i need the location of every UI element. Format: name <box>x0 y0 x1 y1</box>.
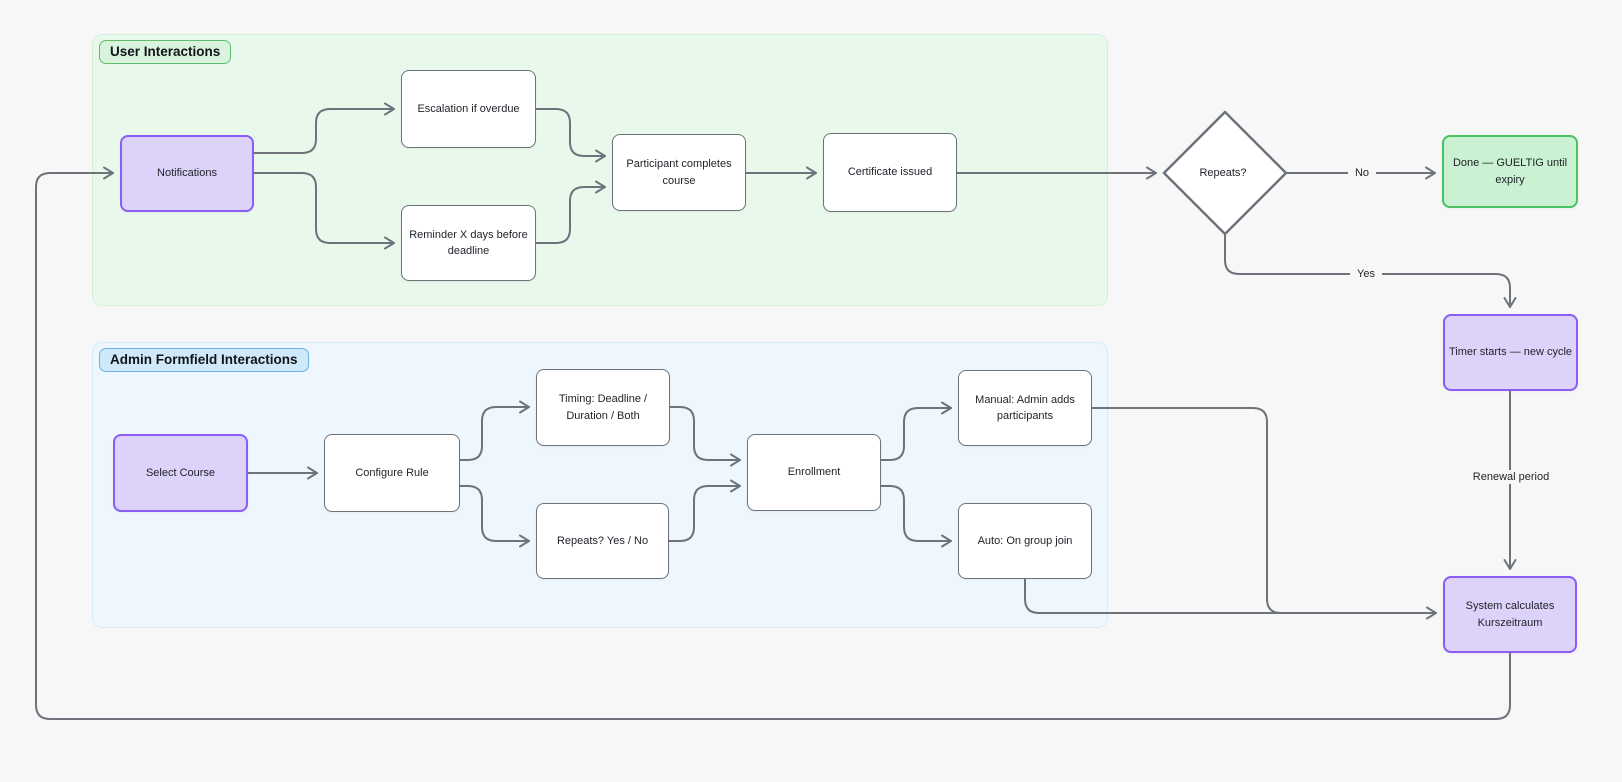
node-enrollment[interactable]: Enrollment <box>747 434 881 511</box>
node-manual-admin-adds[interactable]: Manual: Admin adds participants <box>958 370 1092 446</box>
node-done-gueltig[interactable]: Done — GUELTIG until expiry <box>1442 135 1578 208</box>
node-certificate-issued[interactable]: Certificate issued <box>823 133 957 212</box>
edge-enrollment-auto <box>880 485 952 548</box>
edge-enrollment-manual <box>880 401 952 461</box>
group-user-interactions-label: User Interactions <box>99 40 232 64</box>
node-auto-on-group-join[interactable]: Auto: On group join <box>958 503 1092 579</box>
repeats-decision-diamond[interactable] <box>1162 110 1288 236</box>
node-timer-starts[interactable]: Timer starts — new cycle <box>1443 314 1578 391</box>
group-admin-formfield-interactions-label: Admin Formfield Interactions <box>99 348 309 372</box>
edge-configure-timing <box>459 400 530 461</box>
edge-label-no: No <box>1347 166 1377 180</box>
edge-repeatsyesno-enrollment <box>668 479 741 542</box>
node-notifications[interactable]: Notifications <box>120 135 254 212</box>
node-configure-rule[interactable]: Configure Rule <box>324 434 460 512</box>
edge-system-notifications-loop <box>35 166 1511 720</box>
node-participant-completes-course[interactable]: Participant completes course <box>612 134 746 211</box>
node-select-course[interactable]: Select Course <box>113 434 248 512</box>
node-repeats-yes-no[interactable]: Repeats? Yes / No <box>536 503 669 579</box>
edge-label-yes: Yes <box>1350 267 1382 281</box>
edge-notifications-escalation <box>253 102 395 154</box>
node-system-calculates-kurszeitraum[interactable]: System calculates Kurszeitraum <box>1443 576 1577 653</box>
repeats-decision-label: Repeats? <box>1199 167 1247 179</box>
edge-label-renewal-period: Renewal period <box>1465 470 1557 484</box>
edge-manual-system <box>1091 407 1437 620</box>
edge-escalation-participant <box>535 108 606 163</box>
edge-timing-enrollment <box>669 406 741 467</box>
edge-auto-system-merge <box>1024 578 1282 614</box>
edge-configure-repeats-yesno <box>459 485 530 548</box>
edge-reminder-participant <box>535 180 606 244</box>
node-reminder-x-days[interactable]: Reminder X days before deadline <box>401 205 536 281</box>
edge-notifications-reminder <box>253 172 395 250</box>
node-escalation-if-overdue[interactable]: Escalation if overdue <box>401 70 536 148</box>
node-timing-deadline-duration[interactable]: Timing: Deadline / Duration / Both <box>536 369 670 446</box>
